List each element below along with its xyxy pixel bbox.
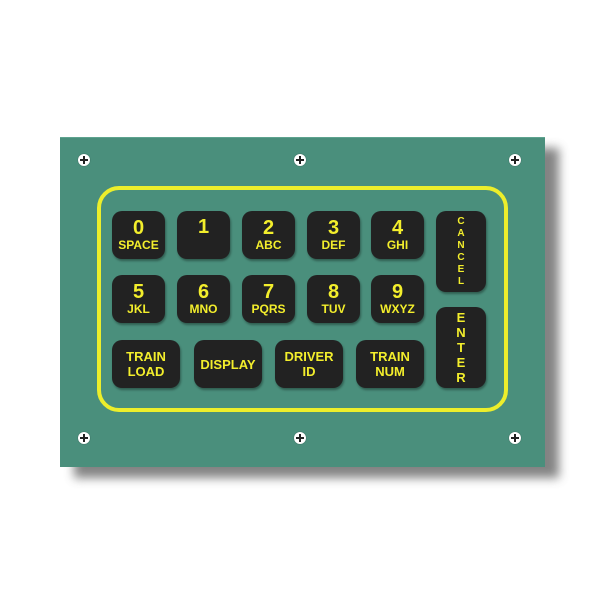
- key-6[interactable]: 6 MNO: [177, 275, 230, 323]
- key-4-letters: GHI: [386, 238, 409, 252]
- key-9[interactable]: 9 WXYZ: [371, 275, 424, 323]
- key-5-number: 5: [132, 281, 145, 303]
- key-0[interactable]: 0 SPACE: [112, 211, 165, 259]
- key-9-letters: WXYZ: [380, 302, 415, 316]
- screw-top-middle-icon: [294, 154, 306, 166]
- screw-bottom-right-icon: [509, 432, 521, 444]
- train-load-label-line2: LOAD: [127, 364, 165, 379]
- cancel-label: CANCEL: [457, 215, 465, 287]
- key-5[interactable]: 5 JKL: [112, 275, 165, 323]
- key-7-number: 7: [262, 281, 275, 303]
- enter-label: ENTER: [456, 310, 466, 385]
- train-num-label-line1: TRAIN: [370, 349, 410, 364]
- key-1[interactable]: 1: [177, 211, 230, 259]
- key-3-letters: DEF: [321, 238, 346, 252]
- screw-bottom-left-icon: [78, 432, 90, 444]
- screw-top-right-icon: [509, 154, 521, 166]
- key-1-number: 1: [197, 216, 210, 238]
- key-8-number: 8: [327, 281, 340, 303]
- key-2-letters: ABC: [255, 238, 282, 252]
- enter-button[interactable]: ENTER: [436, 307, 486, 388]
- train-load-label-line1: TRAIN: [126, 349, 166, 364]
- key-7-letters: PQRS: [251, 302, 286, 316]
- train-num-button[interactable]: TRAIN NUM: [356, 340, 424, 388]
- key-8-letters: TUV: [321, 302, 346, 316]
- key-7[interactable]: 7 PQRS: [242, 275, 295, 323]
- screw-bottom-middle-icon: [294, 432, 306, 444]
- train-load-button[interactable]: TRAIN LOAD: [112, 340, 180, 388]
- train-num-label-line2: NUM: [375, 364, 405, 379]
- key-2[interactable]: 2 ABC: [242, 211, 295, 259]
- key-0-number: 0: [132, 217, 145, 239]
- key-4-number: 4: [391, 217, 404, 239]
- driver-id-label-line1: DRIVER: [284, 349, 334, 364]
- key-6-letters: MNO: [189, 302, 218, 316]
- key-3[interactable]: 3 DEF: [307, 211, 360, 259]
- key-4[interactable]: 4 GHI: [371, 211, 424, 259]
- key-3-number: 3: [327, 217, 340, 239]
- display-button[interactable]: DISPLAY: [194, 340, 262, 388]
- keypad-frame: [97, 186, 508, 412]
- display-label: DISPLAY: [200, 356, 256, 372]
- key-0-letters: SPACE: [118, 238, 159, 252]
- driver-id-label-line2: ID: [302, 364, 316, 379]
- cancel-button[interactable]: CANCEL: [436, 211, 486, 292]
- key-9-number: 9: [391, 281, 404, 303]
- screw-top-left-icon: [78, 154, 90, 166]
- key-6-number: 6: [197, 281, 210, 303]
- driver-id-button[interactable]: DRIVER ID: [275, 340, 343, 388]
- key-5-letters: JKL: [127, 302, 150, 316]
- key-8[interactable]: 8 TUV: [307, 275, 360, 323]
- key-2-number: 2: [262, 217, 275, 239]
